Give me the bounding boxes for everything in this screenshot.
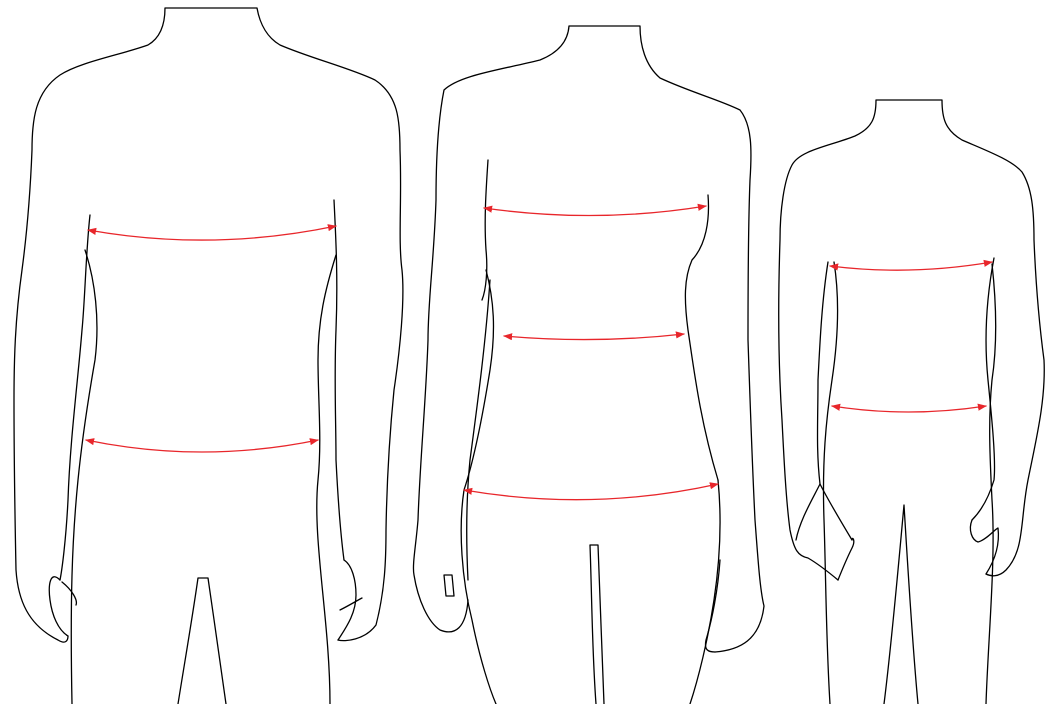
- female-hip-measure: [464, 484, 718, 500]
- male-left-inner: [60, 215, 90, 580]
- female-inner-leg: [590, 545, 604, 704]
- male-body-outline: [14, 8, 403, 642]
- male-right-hand: [338, 560, 362, 640]
- male-torso-left: [71, 250, 97, 704]
- female-bust-measure: [484, 206, 706, 216]
- female-figure: [413, 26, 764, 704]
- female-right-inner: [685, 195, 718, 480]
- male-figure: [14, 8, 403, 704]
- child-waist-measure: [832, 406, 986, 412]
- child-torso-right: [986, 264, 996, 704]
- male-right-inner: [334, 200, 344, 560]
- child-body-outline: [779, 100, 1045, 580]
- child-right-hand: [970, 520, 998, 574]
- child-chest-measure: [830, 262, 992, 270]
- child-torso-left: [823, 262, 837, 704]
- child-left-inner: [818, 262, 853, 540]
- female-left-hand: [444, 575, 454, 596]
- female-torso-left: [461, 270, 496, 704]
- female-left-arm: [467, 280, 490, 580]
- male-crotch: [178, 578, 226, 704]
- male-chest-measure: [88, 226, 336, 240]
- child-inner-leg: [884, 505, 918, 704]
- male-waist-measure: [86, 440, 318, 452]
- female-waist-measure: [504, 334, 684, 340]
- child-figure: [779, 100, 1045, 704]
- female-torso-right: [690, 480, 720, 704]
- male-torso-right: [317, 255, 336, 704]
- female-left-inner: [482, 160, 488, 300]
